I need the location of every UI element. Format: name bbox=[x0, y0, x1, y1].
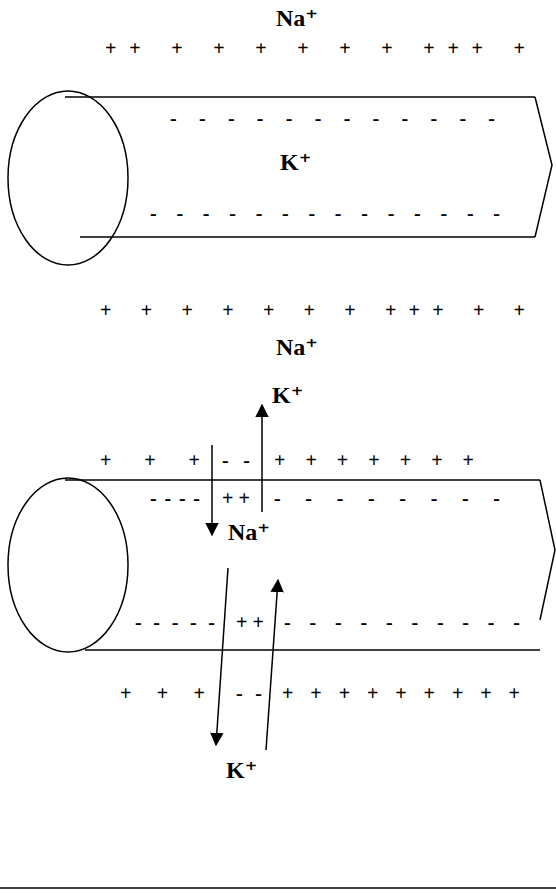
charge-row: - - - - - bbox=[135, 612, 218, 632]
charge-row: - - - - - - - - bbox=[274, 488, 510, 508]
ion-label: K⁺ bbox=[226, 758, 257, 782]
charge-row: + + bbox=[236, 612, 264, 632]
charge-row: ++ + + + + + + +++ + bbox=[105, 38, 538, 58]
ion-label: Na⁺ bbox=[276, 6, 318, 30]
ion-arrow bbox=[216, 568, 228, 745]
axon-end bbox=[8, 478, 128, 652]
membrane-line bbox=[65, 479, 540, 481]
ion-label: K⁺ bbox=[272, 383, 303, 407]
axon-cut-end bbox=[540, 480, 555, 620]
rule-line bbox=[0, 887, 556, 889]
axon-cut-end bbox=[535, 97, 552, 237]
axon-end bbox=[8, 91, 128, 265]
ion-label: Na⁺ bbox=[228, 520, 270, 544]
charge-row: + + + + + + + +++ + + bbox=[100, 300, 537, 320]
charge-row: + + + + + + + + + bbox=[282, 683, 526, 703]
ion-arrow bbox=[266, 580, 278, 750]
charge-row: - - bbox=[222, 450, 255, 470]
ion-label: Na⁺ bbox=[276, 335, 318, 359]
membrane-line bbox=[65, 96, 535, 98]
charge-row: + + + + + + + bbox=[274, 450, 482, 470]
charge-row: - - - - - - - - - - - - bbox=[170, 108, 504, 128]
charge-row: + + bbox=[222, 488, 250, 508]
charge-row: + + + bbox=[120, 683, 215, 703]
ion-label: K⁺ bbox=[280, 150, 311, 174]
ion-arrow bbox=[261, 405, 263, 512]
charge-row: - - - - - - - - - - - - - - bbox=[150, 203, 507, 223]
charge-row: + + + bbox=[100, 450, 214, 470]
membrane-line bbox=[85, 649, 540, 651]
charge-row: - - - - bbox=[150, 488, 201, 508]
charge-row: - - - - - - - - - - bbox=[284, 612, 527, 632]
charge-row: - - bbox=[236, 683, 266, 703]
membrane-line bbox=[80, 236, 535, 238]
